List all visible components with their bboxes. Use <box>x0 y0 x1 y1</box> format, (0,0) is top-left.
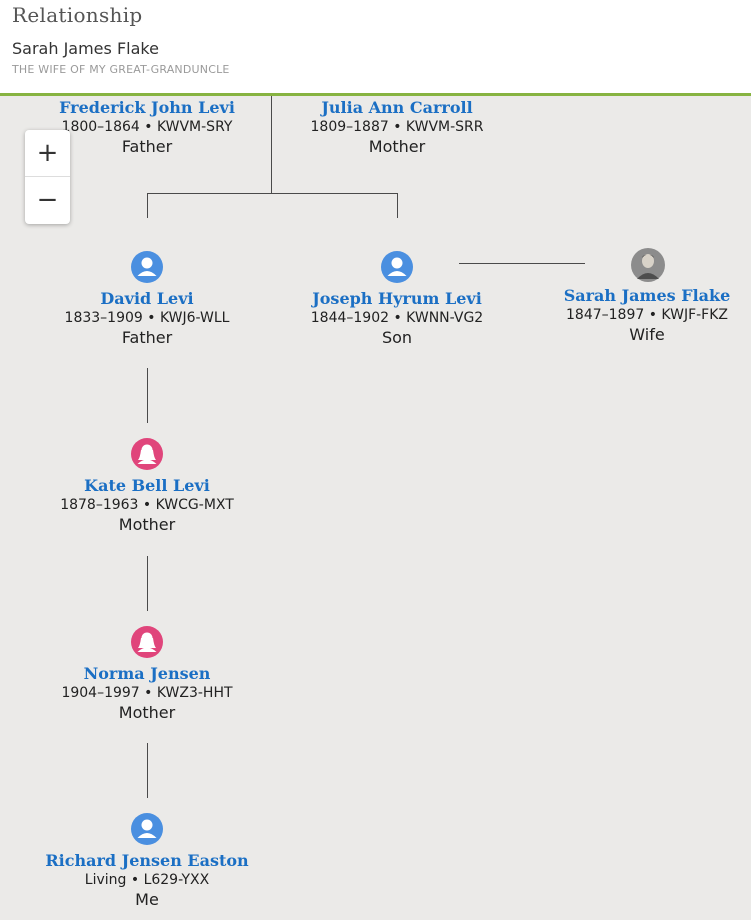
person-name[interactable]: David Levi <box>100 289 194 308</box>
parents-connector-vertical <box>271 96 272 193</box>
person-card-julia[interactable]: Julia Ann Carroll 1809–1887 • KWVM-SRR M… <box>272 98 522 157</box>
person-name[interactable]: Norma Jensen <box>83 664 211 683</box>
person-relation: Father <box>121 137 173 156</box>
person-lifespan-id: 1833–1909 • KWJ6-WLL <box>64 310 230 326</box>
person-card-sarah[interactable]: Sarah James Flake 1847–1897 • KWJF-FKZ W… <box>522 248 751 345</box>
person-relation: Mother <box>118 515 176 534</box>
person-name[interactable]: Frederick John Levi <box>59 98 235 117</box>
person-relation: Father <box>121 328 173 347</box>
person-relation: Me <box>135 890 159 909</box>
female-avatar-icon[interactable] <box>131 438 163 470</box>
person-lifespan-id: 1878–1963 • KWCG-MXT <box>60 497 234 513</box>
spouse-connector <box>459 263 585 264</box>
selected-person-name: Sarah James Flake <box>12 39 159 58</box>
person-name[interactable]: Joseph Hyrum Levi <box>312 289 482 308</box>
person-lifespan-id: 1904–1997 • KWZ3-HHT <box>61 685 233 701</box>
person-relation: Wife <box>629 325 665 344</box>
person-relation: Mother <box>118 703 176 722</box>
person-relation: Mother <box>368 137 426 156</box>
person-name[interactable]: Kate Bell Levi <box>84 476 210 495</box>
kate-norma-connector <box>147 556 148 611</box>
children-connector-horizontal <box>147 193 398 194</box>
person-lifespan-id: Living • L629-YXX <box>84 872 210 888</box>
person-card-david[interactable]: David Levi 1833–1909 • KWJ6-WLL Father <box>22 251 272 348</box>
david-connector <box>147 193 148 218</box>
person-name[interactable]: Richard Jensen Easton <box>45 851 249 870</box>
joseph-connector <box>397 193 398 218</box>
male-avatar-icon[interactable] <box>131 251 163 283</box>
profile-photo-avatar[interactable] <box>631 248 665 282</box>
person-lifespan-id: 1844–1902 • KWNN-VG2 <box>310 310 484 326</box>
person-card-norma[interactable]: Norma Jensen 1904–1997 • KWZ3-HHT Mother <box>22 626 272 723</box>
male-avatar-icon[interactable] <box>131 813 163 845</box>
person-card-richard[interactable]: Richard Jensen Easton Living • L629-YXX … <box>22 813 272 910</box>
person-relation: Son <box>381 328 413 347</box>
page-title: Relationship <box>12 3 143 27</box>
relationship-description: THE WIFE OF MY GREAT-GRANDUNCLE <box>12 63 230 76</box>
male-avatar-icon[interactable] <box>381 251 413 283</box>
relationship-chart[interactable]: Frederick John Levi 1800–1864 • KWVM-SRY… <box>0 96 751 920</box>
norma-richard-connector <box>147 743 148 798</box>
zoom-controls: + − <box>25 130 70 224</box>
person-name[interactable]: Sarah James Flake <box>563 286 731 305</box>
person-name[interactable]: Julia Ann Carroll <box>321 98 473 117</box>
female-avatar-icon[interactable] <box>131 626 163 658</box>
person-card-joseph[interactable]: Joseph Hyrum Levi 1844–1902 • KWNN-VG2 S… <box>272 251 522 348</box>
zoom-in-button[interactable]: + <box>25 130 70 177</box>
zoom-out-button[interactable]: − <box>36 185 59 215</box>
person-card-frederick[interactable]: Frederick John Levi 1800–1864 • KWVM-SRY… <box>22 98 272 157</box>
person-lifespan-id: 1809–1887 • KWVM-SRR <box>310 119 484 135</box>
person-card-kate[interactable]: Kate Bell Levi 1878–1963 • KWCG-MXT Moth… <box>22 438 272 535</box>
david-kate-connector <box>147 368 148 423</box>
relationship-header: Relationship Sarah James Flake THE WIFE … <box>0 0 751 96</box>
person-lifespan-id: 1800–1864 • KWVM-SRY <box>61 119 233 135</box>
person-lifespan-id: 1847–1897 • KWJF-FKZ <box>566 307 728 323</box>
